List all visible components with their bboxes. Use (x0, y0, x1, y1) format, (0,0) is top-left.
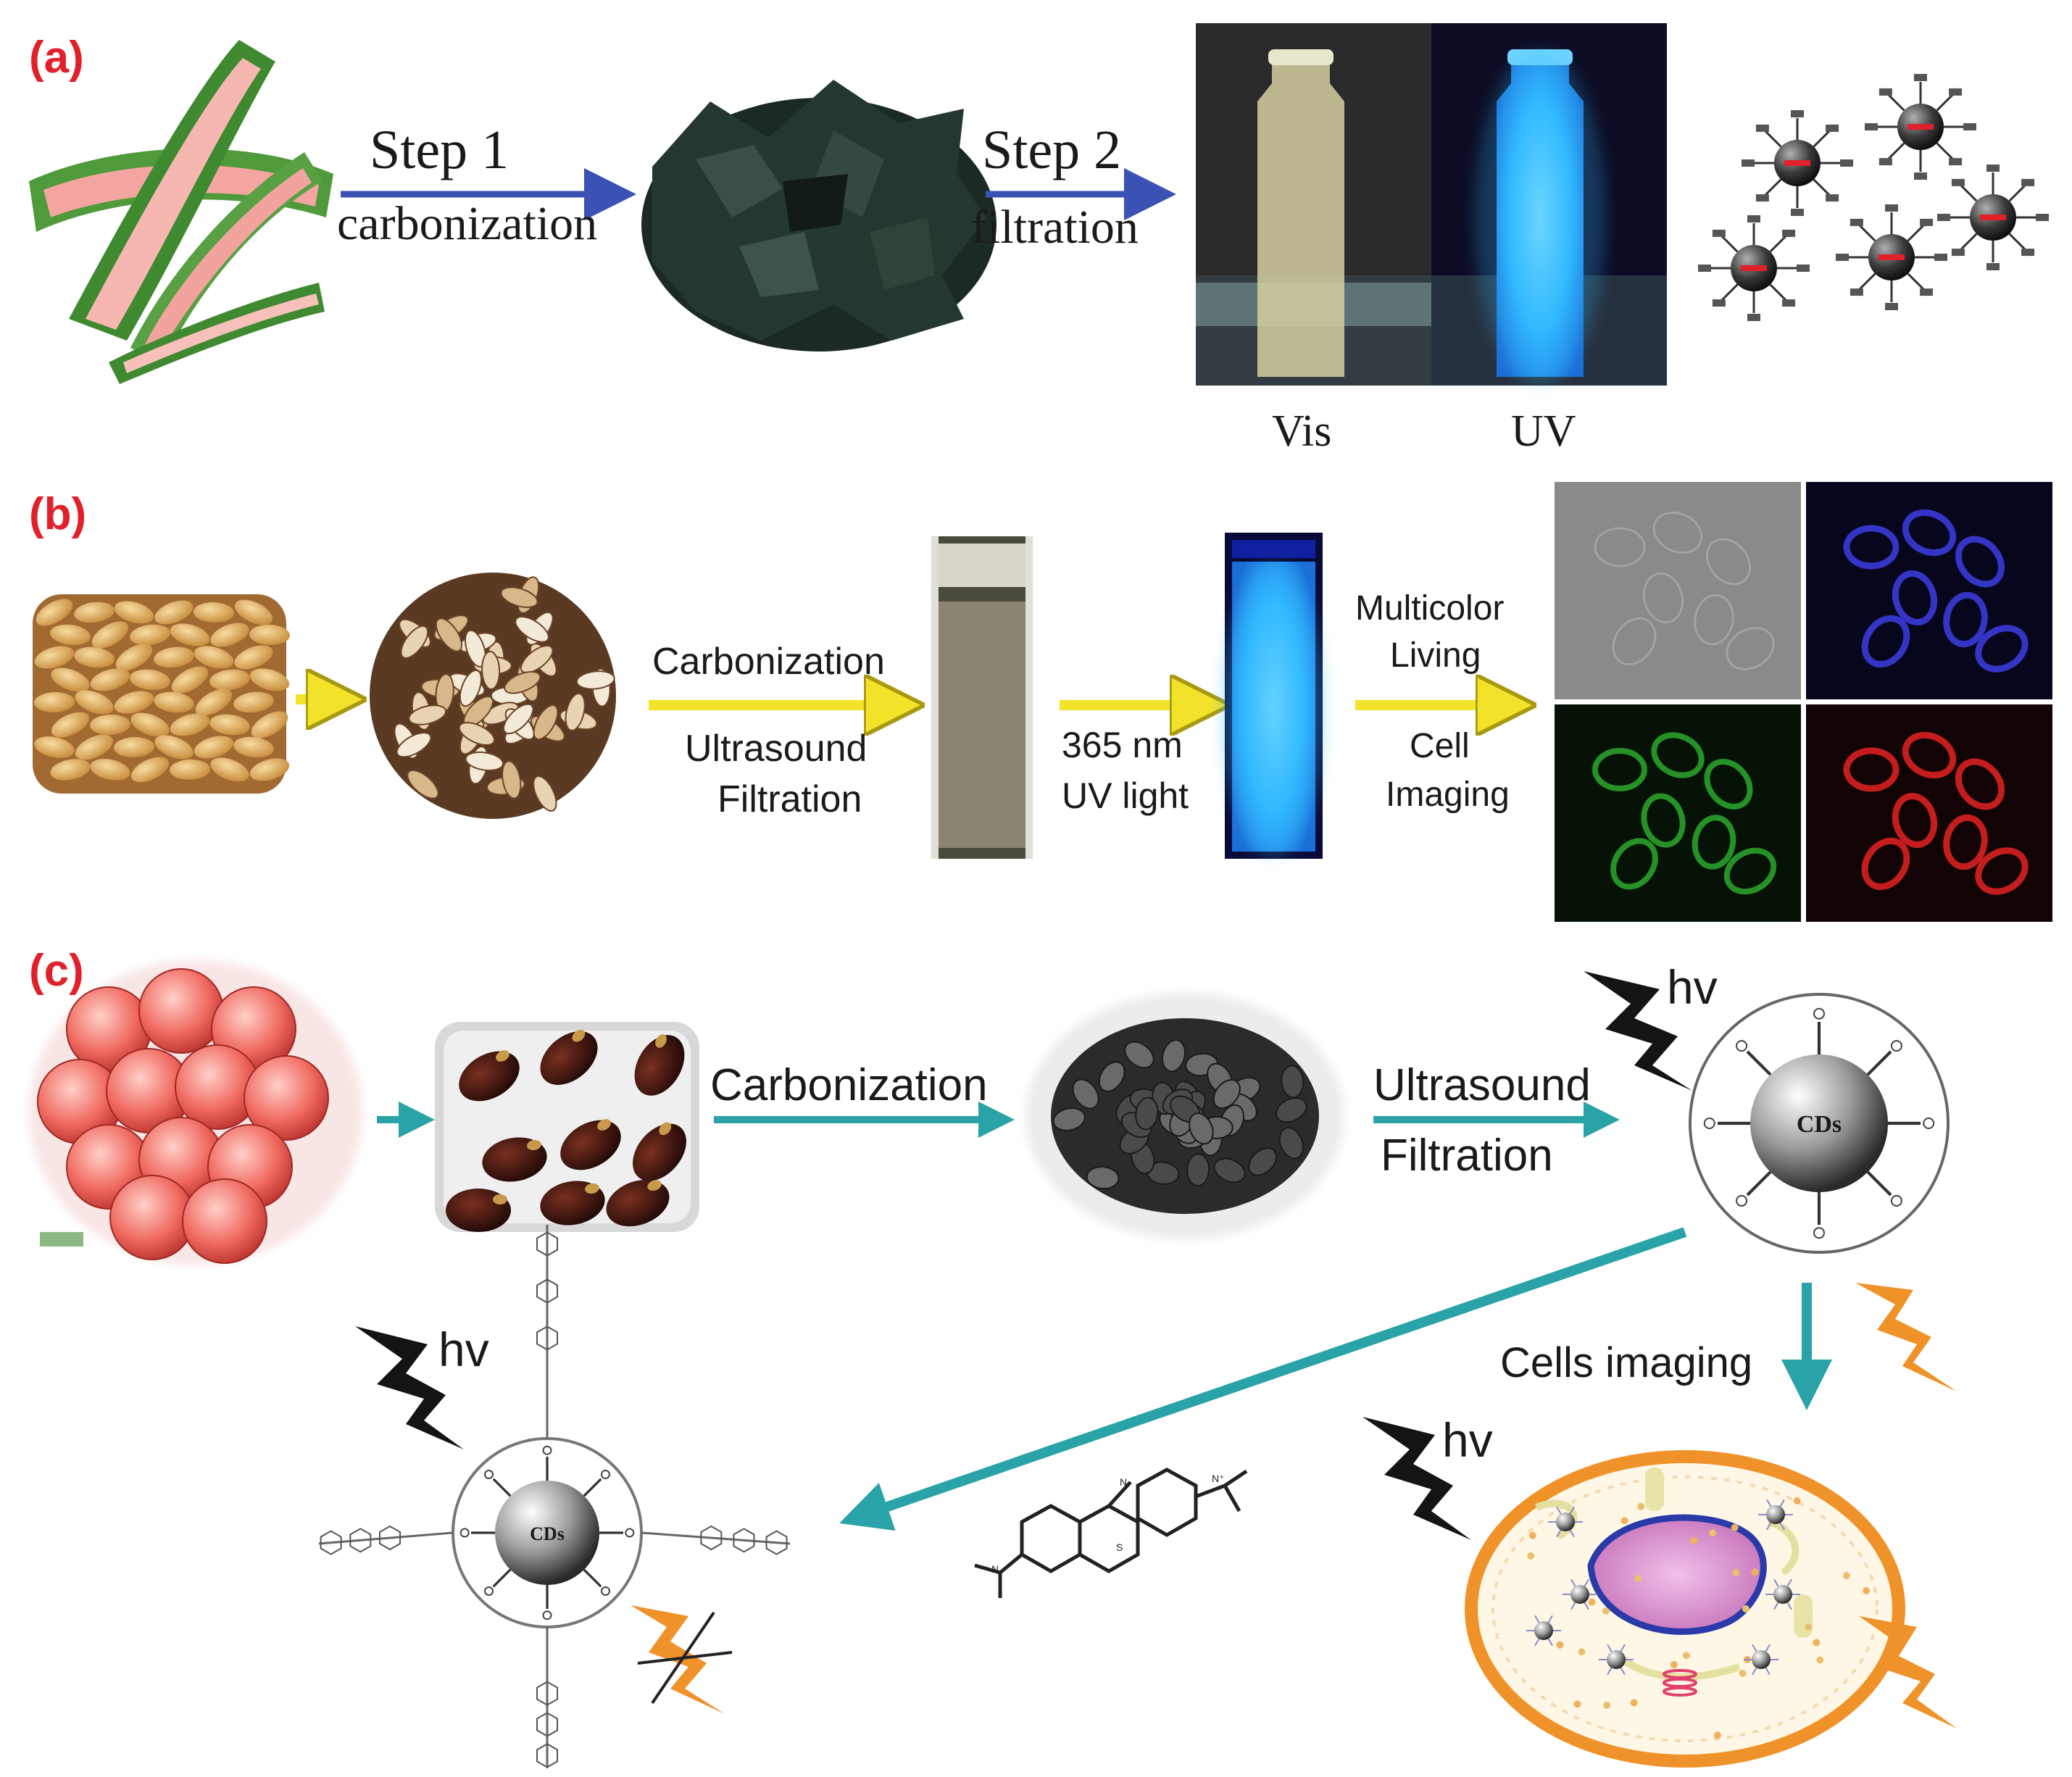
cds-particle-large: CDs (1689, 993, 1950, 1254)
c-arrow2-top: Ultrasound (1373, 1060, 1591, 1110)
b-arrow3-bottom-2: Imaging (1386, 775, 1510, 814)
peanut-shells-image (370, 573, 616, 819)
peanuts-image (33, 594, 290, 794)
lychee-fruit-image (29, 960, 362, 1265)
b-arrow3-top-1: Multicolor (1355, 589, 1504, 628)
methylene-n2-atom: N (991, 1563, 999, 1575)
cuvette-visible (931, 536, 1033, 859)
cds-particle-quenched: CDs (318, 1225, 791, 1768)
step1-label: Step 1 (370, 120, 509, 180)
b-arrow1-bottom-1: Ultrasound (685, 728, 867, 770)
crossed-orange-lightning-icon (631, 1605, 733, 1714)
c-arrow2-bottom: Filtration (1381, 1131, 1553, 1181)
b-arrow2-bottom: UV light (1062, 775, 1189, 816)
black-lightning-icon (1584, 971, 1692, 1091)
methylene-nplus-atom: N⁺ (1212, 1473, 1225, 1484)
hv-label-left: hv (438, 1323, 489, 1376)
brightfield-image (1555, 482, 1801, 699)
vials-photo (1196, 23, 1667, 386)
carbon-dot (1836, 204, 1947, 310)
vis-label: Vis (1272, 407, 1331, 456)
methylene-blue-arrow (839, 1227, 1687, 1531)
vis-vial (1257, 58, 1344, 377)
black-lightning-icon-2 (355, 1326, 464, 1449)
cell-imaging-grid (1555, 482, 2052, 922)
hv-label-top: hv (1667, 960, 1718, 1014)
carbonized-seeds-image (1025, 993, 1344, 1239)
carbonized-rind-image (641, 80, 997, 351)
panel-c-label: (c) (29, 946, 84, 996)
c-arrow1-label: Carbonization (710, 1060, 988, 1110)
black-lightning-icon-3 (1362, 1417, 1471, 1540)
panel-a-label: (a) (29, 33, 84, 83)
step2-label: Step 2 (982, 120, 1121, 180)
carbon-dot (1937, 165, 2049, 270)
panel-b-label: (b) (29, 489, 86, 539)
methylene-n-atom: N (1120, 1476, 1127, 1488)
b-arrow3-top-2: Living (1390, 636, 1481, 675)
b-arrow3-bottom-1: Cell (1410, 727, 1470, 765)
cell-nucleus (1587, 1514, 1767, 1635)
methylene-blue-structure (974, 1468, 1248, 1598)
carbon-dot (1742, 110, 1853, 216)
hv-label-right: hv (1442, 1413, 1493, 1467)
cds-label-top: CDs (1797, 1111, 1842, 1138)
cds-label-quenched: CDs (530, 1523, 565, 1544)
lychee-seeds-image (435, 1022, 699, 1232)
cuvette-uv (1223, 533, 1324, 859)
carbon-dot (1865, 74, 1976, 180)
orange-lightning-icon (1855, 1283, 1957, 1391)
carbon-dot (1698, 215, 1810, 321)
orange-lightning-icon-2 (1859, 1616, 1957, 1728)
step1-desc: carbonization (337, 197, 597, 250)
uv-label: UV (1511, 407, 1576, 456)
b-arrow1-top: Carbonization (652, 641, 885, 683)
watermelon-rind-image (29, 40, 333, 384)
b-arrow1-bottom-2: Filtration (717, 778, 862, 820)
step2-desc: filtration (971, 201, 1139, 254)
cells-imaging-label: Cells imaging (1500, 1339, 1752, 1386)
carbon-dots-cluster (1698, 74, 2049, 321)
b-arrow2-top: 365 nm (1062, 725, 1183, 765)
cell-diagram (1465, 1450, 1905, 1768)
methylene-s-atom: S (1116, 1541, 1123, 1553)
